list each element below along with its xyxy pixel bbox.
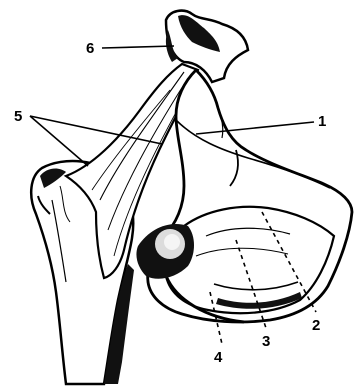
- callout-4: 4: [214, 349, 223, 366]
- callout-6: 6: [86, 40, 94, 57]
- callout-3: 3: [262, 333, 270, 350]
- scapula: [148, 70, 352, 322]
- callout-2: 2: [312, 317, 320, 334]
- callout-5: 5: [14, 108, 22, 125]
- callout-1: 1: [318, 113, 326, 130]
- leader-6: [102, 46, 174, 48]
- leader-5-a: [30, 116, 88, 166]
- joint-highlight-core: [164, 234, 180, 250]
